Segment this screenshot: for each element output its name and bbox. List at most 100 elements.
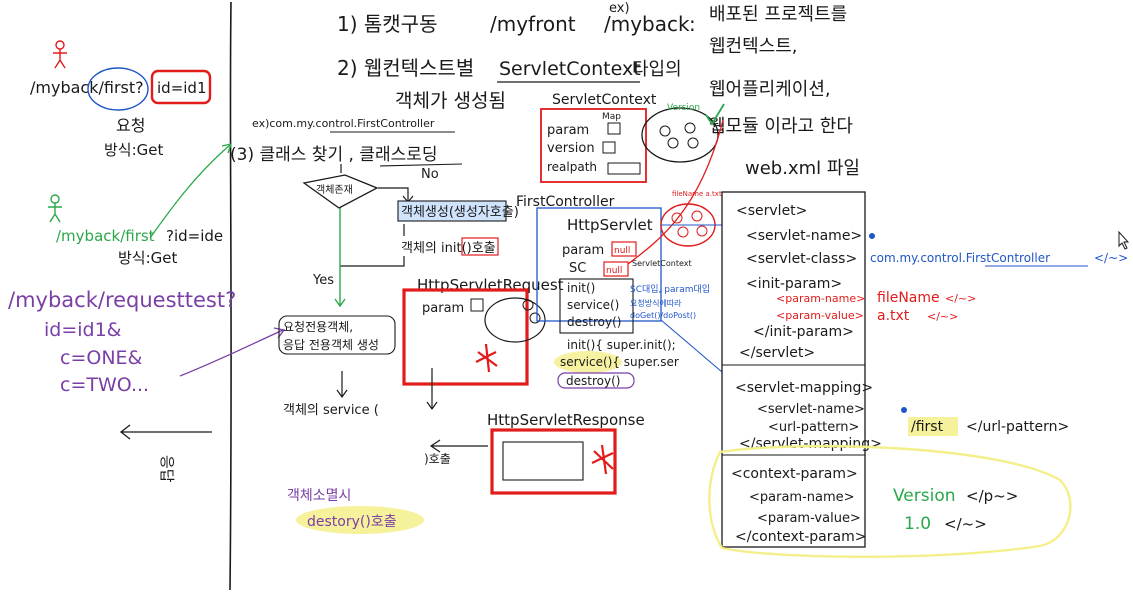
req1-url: /myback/first? (30, 78, 144, 97)
step2-suffix: 타입의 (632, 59, 682, 80)
servlet-context-box (540, 108, 647, 183)
req-resp-box (278, 315, 396, 355)
blue-dot-2 (901, 407, 907, 413)
note-line-2: 웹컨텍스트, (709, 36, 798, 57)
xml-param-value: <param-value> (776, 309, 864, 322)
step1-path2: /myback (604, 12, 690, 36)
sc-row-realpath: realpath (547, 160, 597, 174)
step2-text: 2) 웹컨텍스트별 (337, 56, 474, 80)
decision-text: 객체존재 (316, 184, 353, 196)
xml-servlet-close: </servlet> (739, 345, 815, 361)
fc-param-null: null (614, 246, 630, 256)
step3-text: (3) 클래스 찾기 , 클래스로딩 (230, 145, 438, 165)
response-call-arrow (429, 439, 488, 453)
fc-methods-group (559, 278, 634, 334)
req3-line-3: c=TWO... (60, 374, 149, 396)
note-line-3: 웹어플리케이션, (709, 79, 831, 100)
req1-method: 방식:Get (104, 141, 164, 159)
http-request-box (402, 288, 529, 386)
http-response-title: HttpServletResponse (487, 411, 645, 429)
xml-init-param-close: </init-param> (753, 324, 854, 340)
request-param-circle (484, 297, 546, 343)
loop-back-line (340, 256, 405, 267)
req3-line-2: c=ONE& (60, 347, 143, 369)
step1-ex: ex) (609, 1, 630, 16)
override-destroy-box (557, 372, 635, 389)
xml-url-pattern: <url-pattern> (768, 420, 859, 435)
step1-colon: : (689, 12, 696, 36)
xml-mapping-open: <servlet-mapping> (735, 380, 873, 396)
req-resp-line-1: 요청전용객체, (283, 320, 353, 334)
sc-realpath-slot (607, 162, 641, 175)
destroy-call-text: destory()호출 (307, 514, 397, 530)
xml-ctx-param-value: <param-value> (757, 511, 861, 526)
req3-line-1: id=id1& (44, 319, 122, 341)
first-highlight-circle (87, 67, 149, 111)
note-line-1: 배포된 프로젝트를 (709, 4, 847, 25)
override-service-highlight (554, 351, 622, 373)
call-label: )호출 (424, 452, 451, 466)
req3-url: /myback/requesttest? (8, 288, 236, 312)
fc-method-init: init() (567, 281, 595, 295)
first-controller-box (536, 207, 662, 322)
blue-link-line-2 (660, 319, 723, 373)
response-inner-box (502, 441, 584, 481)
fc-sc-null-box (603, 261, 629, 277)
sc-param-slot (607, 122, 621, 135)
context-param-yellow-outline (708, 444, 1072, 558)
red-person-icon (53, 40, 67, 69)
sc-map-label: Map (602, 112, 621, 122)
req2-method: 방식:Get (118, 249, 178, 267)
step2-line2: 객체가 생성됨 (395, 90, 506, 112)
xml-param-name: <param-name> (776, 292, 865, 305)
xml-ctx-param-name: <param-name> (749, 490, 855, 505)
sc-row-version: version (547, 141, 595, 156)
fc-sc-note: ServletContext (632, 259, 692, 268)
fc-method-destroy: destroy() (567, 315, 621, 329)
req2-param: ?id=ide (166, 227, 223, 245)
sc-row-param: param (547, 123, 589, 138)
context-map-circle (641, 107, 719, 163)
purple-arrow (179, 329, 284, 377)
service-call-text: 객체의 service ( (283, 403, 379, 418)
note-line-5: web.xml 파일 (745, 158, 860, 179)
xml-class-value: com.my.control.FirstController (870, 251, 1050, 265)
create-object-text: 객체생성(생성자호출) (401, 205, 519, 220)
create-object-box (397, 200, 507, 222)
xml-context-open: <context-param> (731, 466, 858, 482)
xml-param-name-close: </~> (945, 292, 976, 305)
init-highlight (461, 237, 499, 256)
step3-example: ex)com.my.control.FirstController (252, 117, 435, 130)
step1-text: 1) 톰캣구동 (337, 12, 438, 36)
step3-underline (379, 163, 463, 167)
xml-param-name-value: fileName (877, 290, 940, 306)
fc-method-note-2: doGet()/doPost() (630, 311, 696, 320)
xml-class-close: </~> (1094, 251, 1128, 265)
sc-link-red-line (627, 119, 724, 265)
http-request-param: param (422, 301, 464, 316)
fc-param-null-box (611, 241, 637, 257)
request-star-icon (475, 343, 498, 373)
step2-type: ServletContext (499, 58, 641, 80)
version-green-note: Version (667, 103, 700, 113)
no-label: No (421, 167, 439, 182)
xml-init-param-open: <init-param> (746, 276, 842, 292)
http-response-box (490, 428, 617, 495)
green-check-mark (705, 103, 725, 126)
fc-method-note-2b: 요청방식에따라 (630, 298, 682, 308)
yes-label: Yes (312, 273, 334, 288)
step1-path1: /myfront (490, 12, 576, 36)
xml-servlet-class: <servlet-class> (746, 251, 857, 267)
xml-servlet-open: <servlet> (736, 203, 807, 219)
request-param-slot (470, 298, 484, 312)
filename-note: fileName a.txt (672, 190, 722, 198)
req1-param: id=id1 (157, 79, 207, 97)
xml-param-value-close: </~> (927, 310, 958, 323)
xml-mapping-name: <servlet-name> (757, 402, 865, 417)
blue-dot-1 (869, 233, 875, 239)
xml-mapping-close: </servlet-mapping> (739, 436, 882, 452)
xml-ctx-value-close: </~> (944, 515, 987, 533)
xml-ctx-name-close: </p~> (966, 487, 1018, 505)
